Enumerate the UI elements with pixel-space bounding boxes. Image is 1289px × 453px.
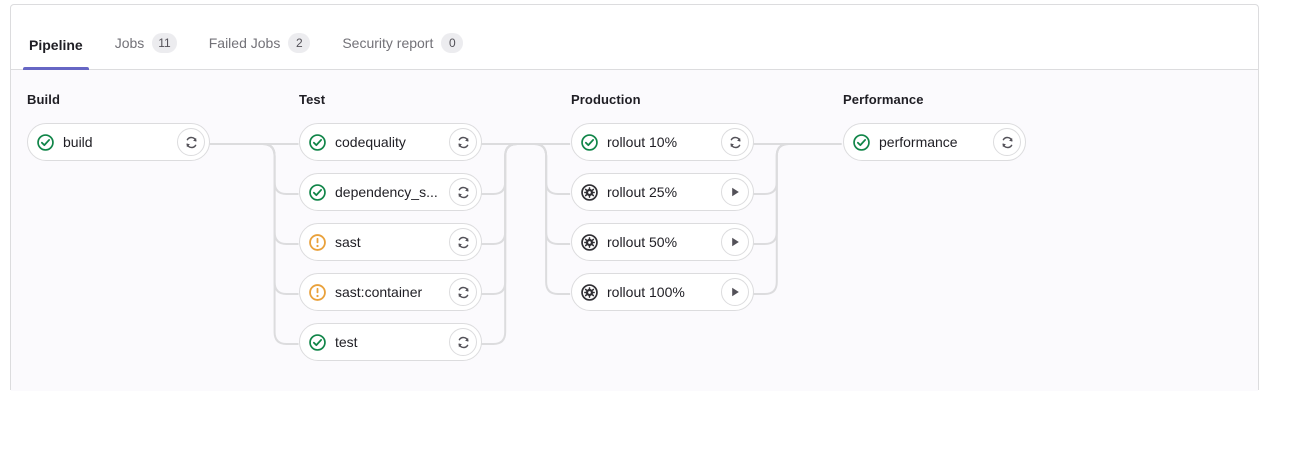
job-retry-button[interactable] [177, 128, 205, 156]
tab-badge: 2 [288, 33, 311, 53]
job-name: test [335, 334, 358, 350]
pipeline-tabs: Pipeline Jobs 11 Failed Jobs 2 Security repor… [11, 5, 1258, 70]
status-success-icon [309, 133, 326, 151]
status-success-icon [309, 333, 326, 351]
retry-icon [457, 236, 469, 248]
tab-badge: 11 [152, 33, 177, 53]
job-name: rollout 100% [607, 284, 685, 300]
pipeline-job-card[interactable]: test [299, 323, 482, 361]
job-name: rollout 25% [607, 184, 678, 200]
job-retry-button[interactable] [449, 228, 477, 256]
stage-jobs: performance [827, 123, 1099, 161]
tab-badge: 0 [441, 33, 464, 53]
tab-jobs[interactable]: Jobs 11 [99, 33, 193, 69]
job-play-button[interactable] [721, 278, 749, 306]
pipeline-job-card[interactable]: rollout 100% [571, 273, 754, 311]
status-warning-icon [309, 283, 326, 301]
pipeline-job-card[interactable]: sast:container [299, 273, 482, 311]
pipeline-job-card[interactable]: dependency_s... [299, 173, 482, 211]
tab-label: Pipeline [29, 37, 83, 53]
pipeline-job-card[interactable]: sast [299, 223, 482, 261]
pipeline-job-card[interactable]: build [27, 123, 210, 161]
job-name: rollout 50% [607, 234, 678, 250]
status-manual-icon [581, 183, 598, 201]
tab-security-report[interactable]: Security report 0 [326, 33, 479, 69]
status-success-icon [581, 133, 598, 151]
job-retry-button[interactable] [449, 328, 477, 356]
tab-label: Jobs [114, 35, 145, 51]
play-icon [732, 287, 739, 297]
stage-jobs: codequality dependency_s...sast sast:conta… [283, 123, 555, 361]
tab-pipeline[interactable]: Pipeline [13, 37, 99, 70]
pipeline-panel: Pipeline Jobs 11 Failed Jobs 2 Security repor… [10, 4, 1259, 391]
pipeline-stage: Test codequality dependency_s...sast sast:c… [283, 70, 555, 391]
job-name: codequality [335, 134, 406, 150]
stage-jobs: build [11, 123, 283, 161]
stage-title: Production [571, 92, 641, 107]
stage-title: Test [299, 92, 326, 107]
job-play-button[interactable] [721, 228, 749, 256]
retry-icon [457, 286, 469, 298]
job-retry-button[interactable] [993, 128, 1021, 156]
pipeline-job-card[interactable]: rollout 25% [571, 173, 754, 211]
retry-icon [457, 186, 469, 198]
tab-failed-jobs[interactable]: Failed Jobs 2 [193, 33, 327, 69]
tab-label: Failed Jobs [208, 35, 281, 51]
job-retry-button[interactable] [721, 128, 749, 156]
job-name: sast [335, 234, 361, 250]
job-retry-button[interactable] [449, 278, 477, 306]
stage-title: Performance [843, 92, 924, 107]
status-success-icon [853, 133, 870, 151]
status-manual-icon [581, 233, 598, 251]
status-warning-icon [309, 233, 326, 251]
pipeline-job-card[interactable]: rollout 10% [571, 123, 754, 161]
pipeline-job-card[interactable]: codequality [299, 123, 482, 161]
job-name: build [63, 134, 93, 150]
play-icon [732, 237, 739, 247]
status-manual-icon [581, 283, 598, 301]
stage-jobs: rollout 10% rollout 25% rollout 50% rollout… [555, 123, 827, 311]
pipeline-job-card[interactable]: performance [843, 123, 1026, 161]
status-success-icon [309, 183, 326, 201]
retry-icon [185, 136, 197, 148]
pipeline-stage: Performance performance [827, 70, 1099, 391]
job-play-button[interactable] [721, 178, 749, 206]
retry-icon [1001, 136, 1013, 148]
pipeline-graph: Build build Test codequality dependency_s...… [11, 70, 1258, 391]
tab-label: Security report [342, 35, 434, 51]
status-success-icon [37, 133, 54, 151]
job-name: sast:container [335, 284, 423, 300]
job-name: dependency_s... [335, 184, 438, 200]
job-name: rollout 10% [607, 134, 678, 150]
stage-title: Build [27, 92, 60, 107]
retry-icon [729, 136, 741, 148]
retry-icon [457, 336, 469, 348]
pipeline-stage: Build build [11, 70, 283, 391]
play-icon [732, 187, 739, 197]
retry-icon [457, 136, 469, 148]
job-retry-button[interactable] [449, 128, 477, 156]
pipeline-job-card[interactable]: rollout 50% [571, 223, 754, 261]
job-name: performance [879, 134, 958, 150]
pipeline-stages: Build build Test codequality dependency_s...… [11, 70, 1258, 391]
job-retry-button[interactable] [449, 178, 477, 206]
